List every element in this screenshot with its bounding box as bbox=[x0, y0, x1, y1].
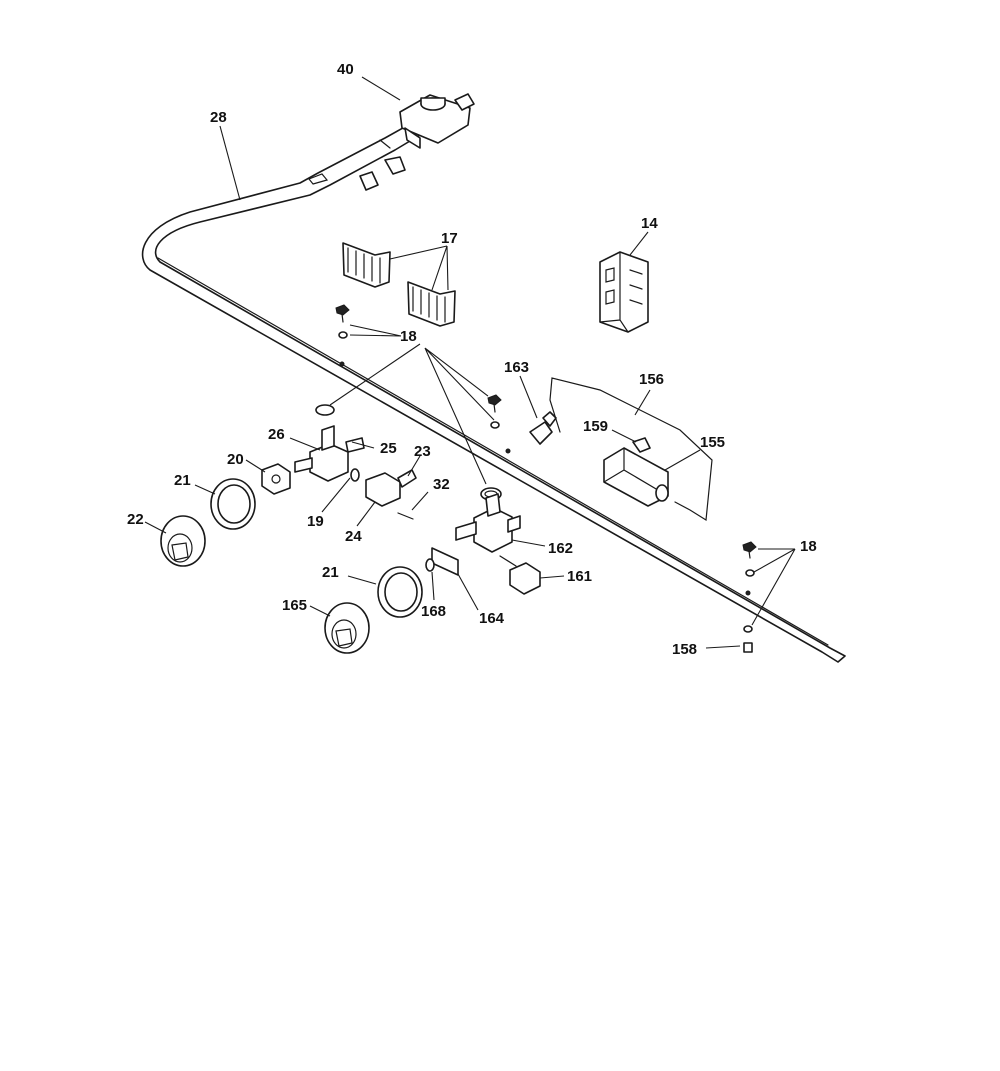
callout-26: 26 bbox=[268, 426, 285, 443]
pipe-elbows bbox=[359, 156, 406, 191]
screws-and-washers bbox=[335, 304, 757, 633]
left-valve-assembly bbox=[261, 425, 365, 495]
callout-21-upper: 21 bbox=[174, 472, 191, 489]
bezels-and-knobs bbox=[160, 478, 423, 654]
burner-valve bbox=[399, 93, 475, 149]
callout-25: 25 bbox=[380, 440, 397, 457]
callout-168: 168 bbox=[421, 603, 447, 620]
callout-22: 22 bbox=[127, 511, 144, 528]
callout-156: 156 bbox=[639, 371, 665, 388]
leader-lines bbox=[144, 76, 796, 649]
callout-18-lower: 18 bbox=[800, 538, 817, 555]
callout-20: 20 bbox=[227, 451, 244, 468]
right-valve-assembly bbox=[425, 493, 541, 595]
callout-17: 17 bbox=[441, 230, 458, 247]
regulator-155 bbox=[603, 437, 669, 507]
terminal-blocks bbox=[342, 242, 456, 327]
manifold-pipe bbox=[141, 123, 846, 663]
callout-164: 164 bbox=[479, 610, 505, 627]
callout-159: 159 bbox=[583, 418, 609, 435]
callout-14: 14 bbox=[641, 215, 658, 232]
callout-163: 163 bbox=[504, 359, 530, 376]
callout-40: 40 bbox=[337, 61, 354, 78]
callout-165: 165 bbox=[282, 597, 308, 614]
callout-18-upper: 18 bbox=[400, 328, 417, 345]
elbow-fitting-163 bbox=[529, 411, 557, 445]
callout-155: 155 bbox=[700, 434, 726, 451]
tube-156 bbox=[549, 377, 713, 522]
callout-21-lower: 21 bbox=[322, 564, 339, 581]
callout-24: 24 bbox=[345, 528, 362, 545]
screw-158 bbox=[743, 642, 753, 653]
callout-28: 28 bbox=[210, 109, 227, 126]
callout-162: 162 bbox=[548, 540, 574, 557]
callout-158: 158 bbox=[672, 641, 698, 658]
spark-module bbox=[599, 251, 649, 333]
valve-body-24 bbox=[350, 468, 417, 520]
callout-161: 161 bbox=[567, 568, 593, 585]
callout-32: 32 bbox=[433, 476, 450, 493]
callout-19: 19 bbox=[307, 513, 324, 530]
callout-23: 23 bbox=[414, 443, 431, 460]
